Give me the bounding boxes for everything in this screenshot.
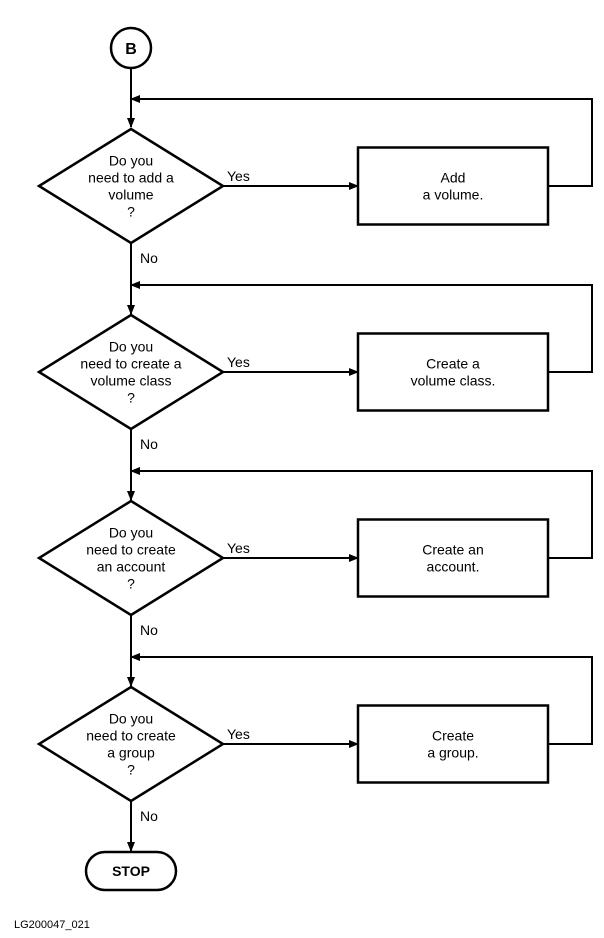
start-label: B <box>125 41 137 58</box>
yes-label: Yes <box>227 168 250 184</box>
action-text-line: Create a <box>426 356 480 372</box>
decision-question-line: Do you <box>109 153 153 169</box>
decision-question-line: Do you <box>109 339 153 355</box>
yes-label: Yes <box>227 354 250 370</box>
action-text-line: Create <box>432 728 474 744</box>
decision-question-line: need to create <box>86 542 176 558</box>
decision-question-line: ? <box>127 390 135 406</box>
action-text-line: Create an <box>422 542 483 558</box>
action-text-line: a group. <box>427 745 478 761</box>
decision-question-line: ? <box>127 576 135 592</box>
no-label: No <box>140 436 158 452</box>
stop-label: STOP <box>112 863 150 879</box>
decision-question-line: a group <box>107 745 155 761</box>
loop-back-arrow <box>130 281 593 373</box>
start-connector: B <box>109 26 153 70</box>
decision-question-line: need to create a <box>80 356 181 372</box>
no-label: No <box>140 622 158 638</box>
action-text-line: a volume. <box>423 187 484 203</box>
decision-question-line: need to add a <box>88 170 174 186</box>
yes-label: Yes <box>227 726 250 742</box>
action-text-line: account. <box>427 559 480 575</box>
decision-question-line: Do you <box>109 711 153 727</box>
decision-question-line: volume class <box>91 373 172 389</box>
stop-terminator: STOP <box>84 850 178 892</box>
action-text-line: Add <box>441 170 466 186</box>
no-label: No <box>140 250 158 266</box>
decision-question-line: Do you <box>109 525 153 541</box>
action-text-line: volume class. <box>411 373 496 389</box>
decision-question-line: ? <box>127 762 135 778</box>
loop-back-arrow <box>130 467 593 559</box>
decision-question-line: need to create <box>86 728 176 744</box>
action-box <box>356 704 550 784</box>
loop-back-arrow <box>130 95 593 187</box>
decision-question-line: an account <box>97 559 166 575</box>
decision-question-line: ? <box>127 204 135 220</box>
yes-label: Yes <box>227 540 250 556</box>
no-label: No <box>140 808 158 824</box>
loop-back-arrow <box>130 653 593 745</box>
figure-id: LG200047_021 <box>14 919 90 931</box>
decision-question-line: volume <box>108 187 153 203</box>
